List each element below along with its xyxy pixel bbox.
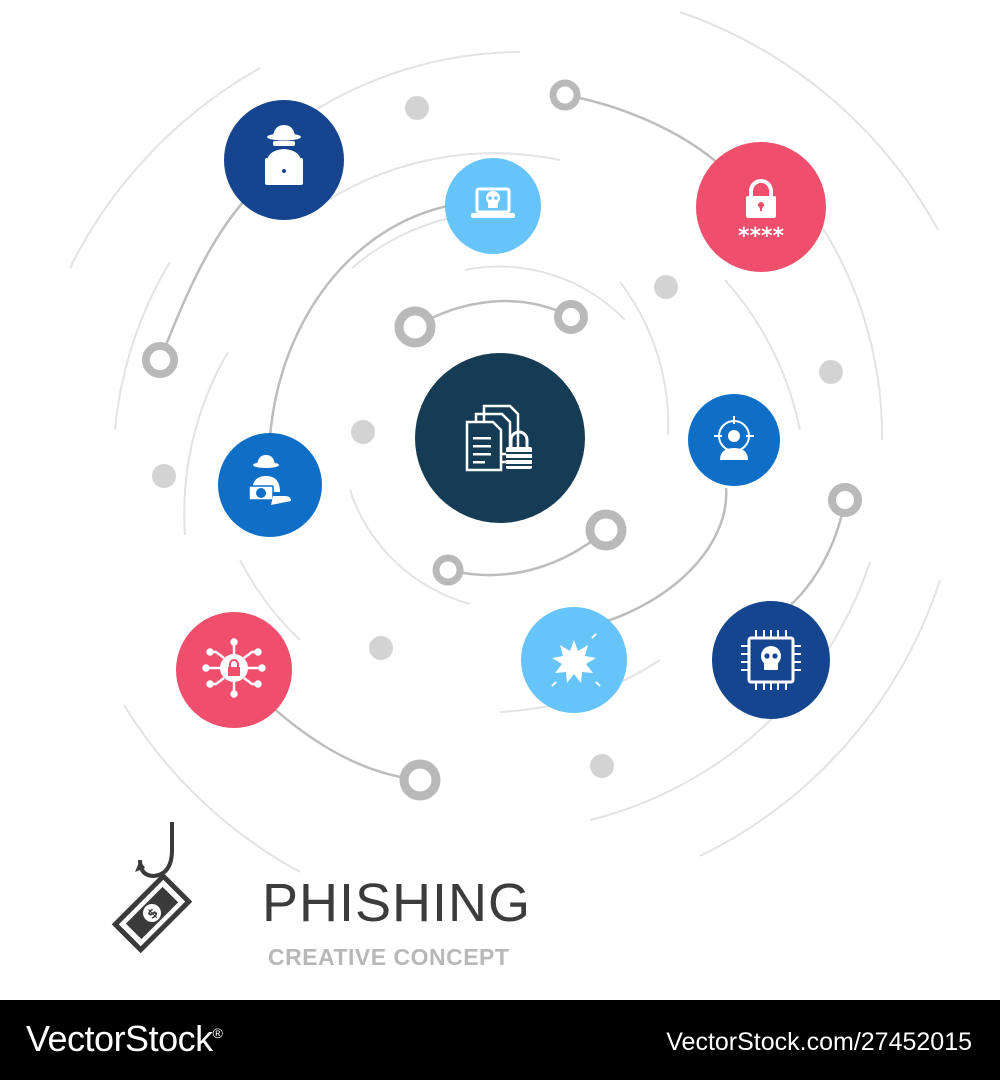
node-skull-chip	[712, 601, 830, 719]
ring-node	[394, 306, 436, 348]
ring-node	[142, 342, 178, 378]
node-network-lock	[176, 612, 292, 728]
explosion-icon	[551, 633, 601, 687]
node-password-lock: ****	[696, 142, 826, 272]
footer-brand-name: VectorStock	[26, 1018, 213, 1059]
node-target-person	[688, 394, 780, 486]
dot	[152, 464, 176, 488]
watermark-footer	[0, 1000, 1000, 1080]
footer-registered-mark: ®	[212, 1025, 223, 1041]
dot	[405, 96, 429, 120]
skull-chip-icon	[741, 630, 801, 690]
hacker-money-icon	[248, 455, 291, 505]
connector-inner-top	[414, 299, 572, 329]
dot	[369, 636, 393, 660]
solid-dots	[152, 96, 843, 778]
dot	[590, 754, 614, 778]
hacker-laptop-icon	[265, 125, 303, 185]
node-hacker-money	[218, 433, 322, 537]
connector-hacker-laptop	[158, 199, 246, 361]
node-skull-laptop	[445, 158, 541, 254]
connector-inner-bottom	[447, 529, 607, 577]
page-title: PHISHING	[262, 873, 532, 933]
node-hacker-laptop	[224, 100, 344, 220]
target-person-icon	[714, 416, 754, 460]
node-explosion	[521, 607, 627, 713]
documents-lock-icon	[465, 404, 532, 472]
skull-laptop-icon	[471, 187, 515, 218]
connector-target	[594, 487, 728, 627]
connector-network	[269, 704, 421, 782]
ring-node	[399, 759, 441, 801]
center-node	[415, 353, 585, 523]
password-lock-icon	[746, 179, 776, 218]
ring-nodes	[142, 79, 862, 801]
ring-node	[828, 483, 862, 517]
ring-node	[549, 79, 581, 111]
ring-node	[432, 554, 464, 586]
password-asterisks: ****	[738, 224, 785, 249]
fishhook-money-icon: $	[111, 822, 193, 954]
dot	[351, 420, 375, 444]
network-lock-icon	[202, 638, 266, 698]
ring-node	[554, 300, 588, 334]
footer-image-id: VectorStock.com/27452015	[666, 1028, 972, 1056]
page-subtitle: CREATIVE CONCEPT	[268, 944, 510, 970]
connector-password	[564, 93, 721, 166]
footer-brand: VectorStock®	[26, 1018, 223, 1060]
dot	[654, 275, 678, 299]
dot	[819, 360, 843, 384]
ring-node	[585, 509, 627, 551]
